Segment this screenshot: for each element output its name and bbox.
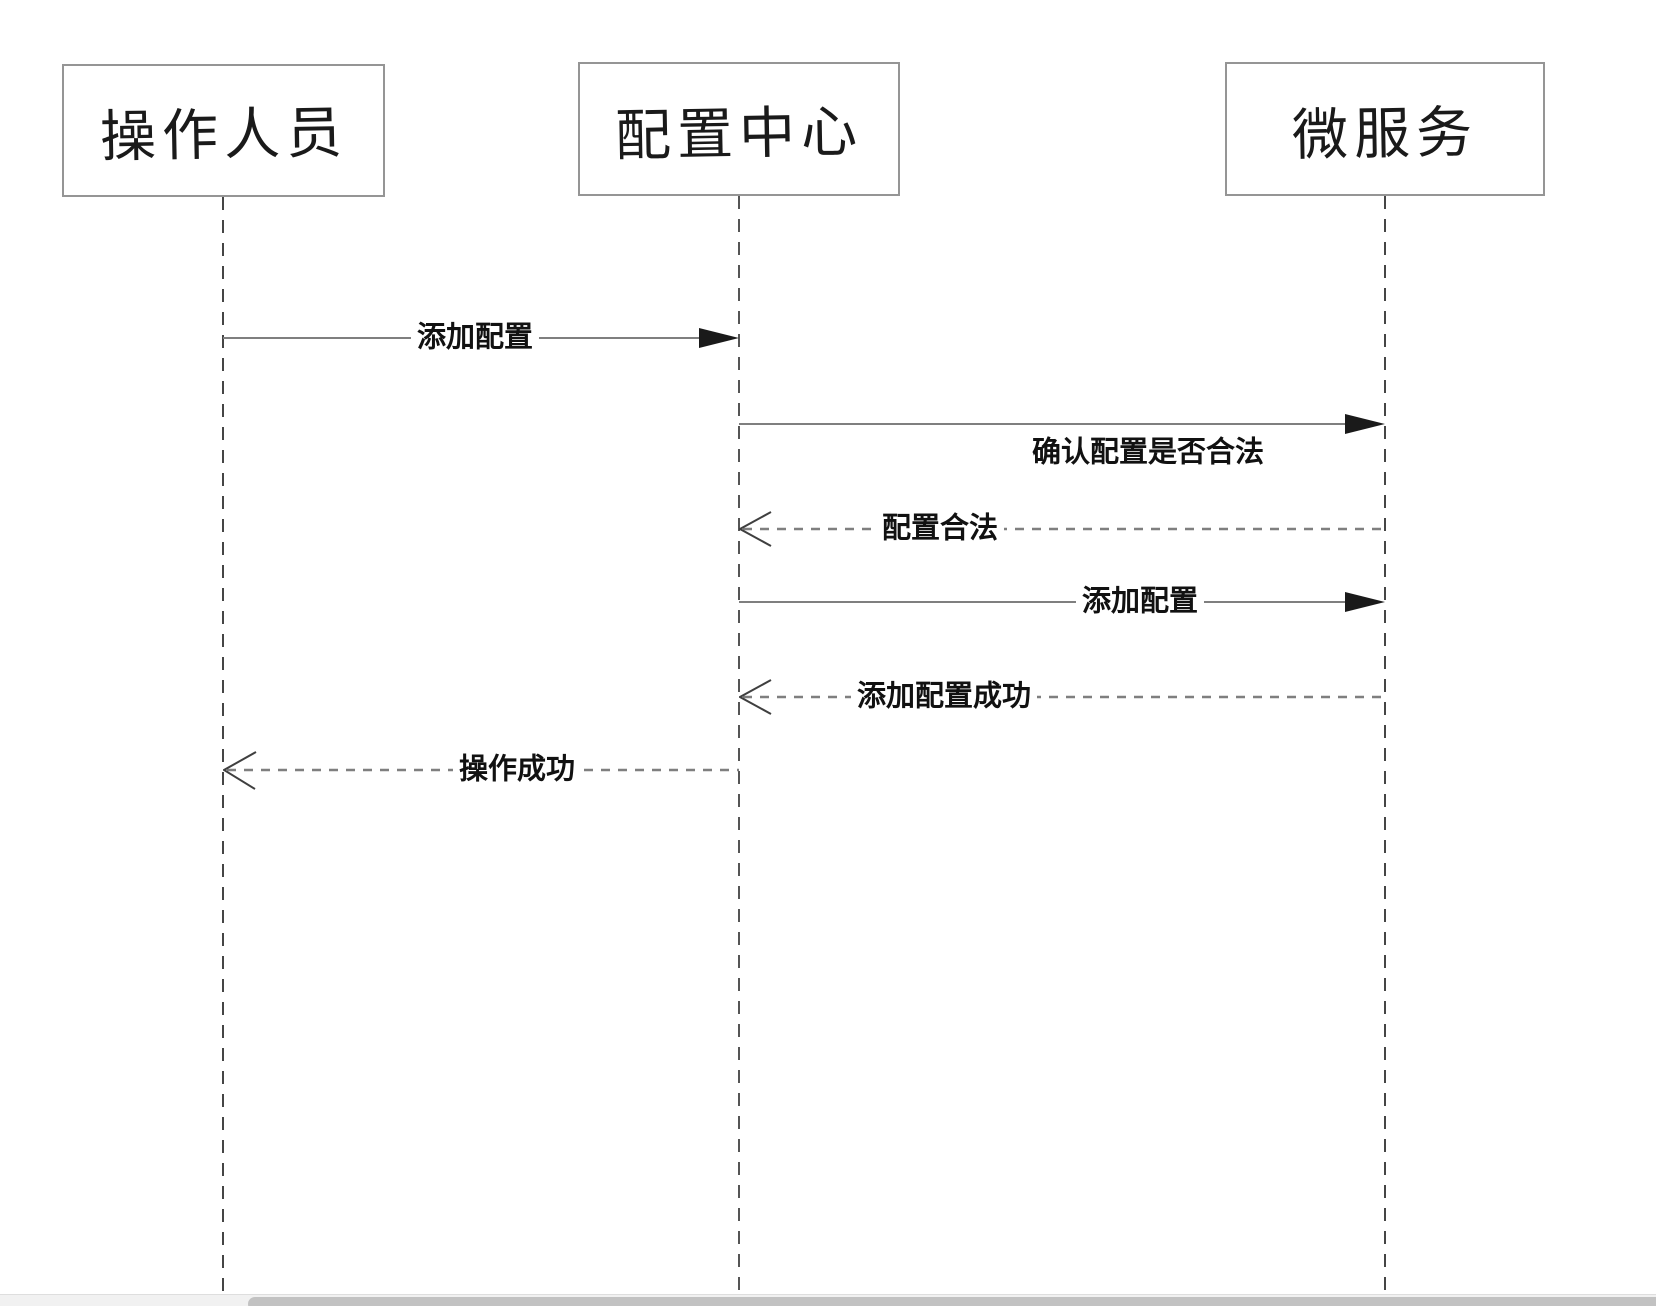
actor-title-operator: 操作人员 <box>99 102 349 170</box>
message-label[interactable]: 添加配置成功 <box>850 680 1038 714</box>
message-line-solid <box>739 414 1385 434</box>
actor-box-operator[interactable]: 操作人员 <box>62 64 385 197</box>
message-add-config-success[interactable] <box>737 675 1385 724</box>
message-label[interactable]: 配置合法 <box>875 512 1005 546</box>
filled-arrowhead-icon <box>699 328 739 348</box>
message-line-dashed <box>737 679 1385 715</box>
open-arrowhead-icon <box>222 751 257 790</box>
open-arrowhead-icon <box>737 511 772 547</box>
message-label[interactable]: 确认配置是否合法 <box>1025 436 1271 470</box>
message-config-valid[interactable] <box>737 507 1385 556</box>
message-verify-config[interactable] <box>739 402 1385 451</box>
message-add-config-2[interactable] <box>739 580 1385 629</box>
open-arrowhead-icon <box>737 679 772 715</box>
actor-box-config-center[interactable]: 配置中心 <box>578 62 900 196</box>
filled-arrowhead-icon <box>1345 414 1385 434</box>
filled-arrowhead-icon <box>1345 592 1385 612</box>
actor-box-microservice[interactable]: 微服务 <box>1225 62 1545 196</box>
message-label[interactable]: 添加配置 <box>410 321 540 355</box>
message-line-solid <box>739 592 1385 612</box>
message-line-dashed <box>737 511 1385 547</box>
message-label[interactable]: 添加配置 <box>1075 585 1205 619</box>
actor-title-config-center: 配置中心 <box>614 101 864 168</box>
horizontal-scrollbar-thumb[interactable] <box>248 1297 1656 1306</box>
actor-title-microservice: 微服务 <box>1291 101 1479 168</box>
message-label[interactable]: 操作成功 <box>452 753 582 787</box>
